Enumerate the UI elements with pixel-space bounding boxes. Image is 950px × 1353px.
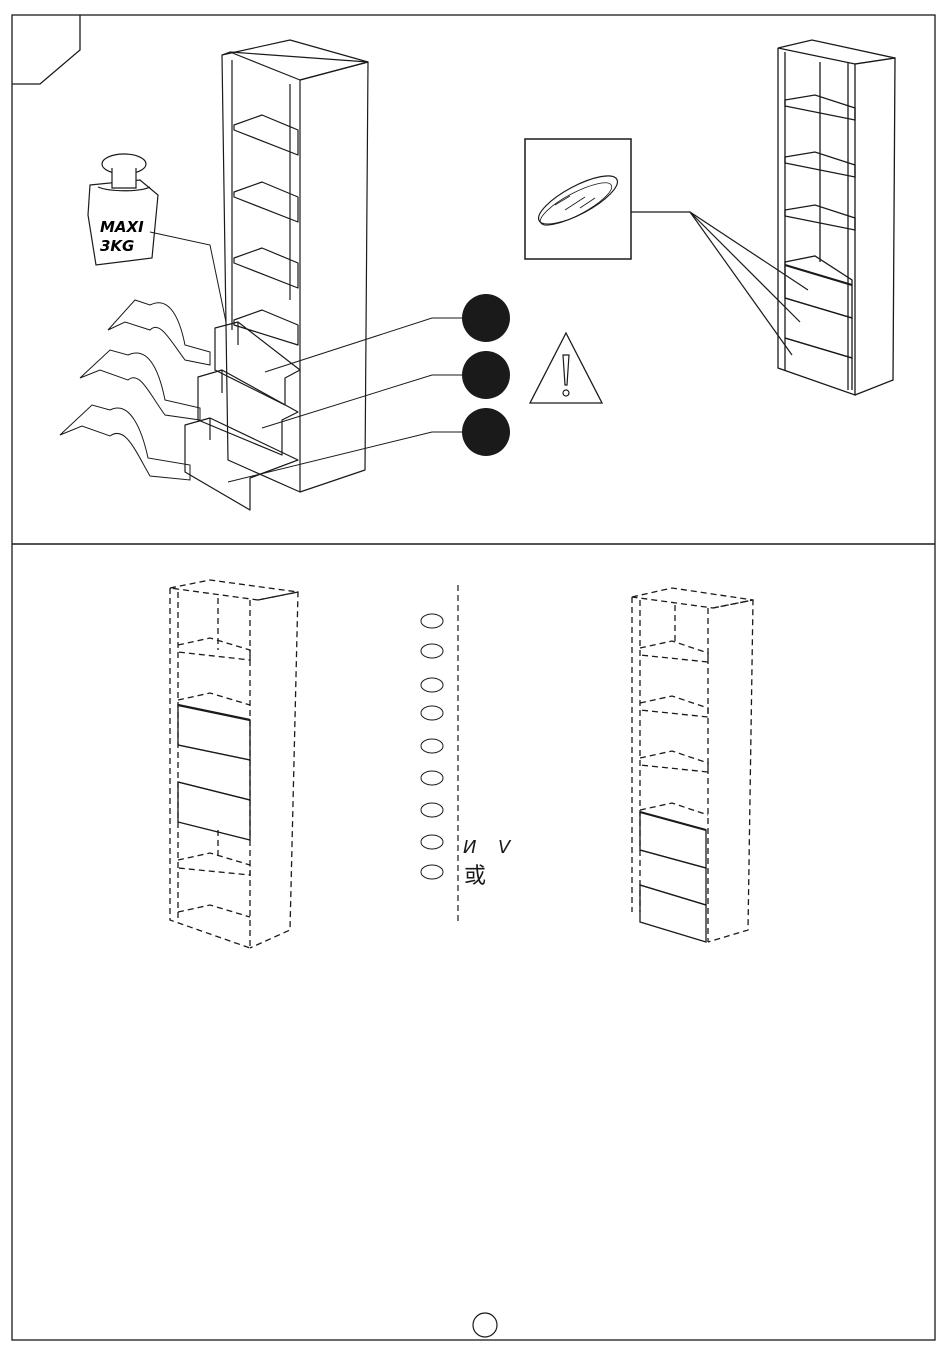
bookcase-option-high xyxy=(170,580,298,948)
weight-icon: MAXI 3KG xyxy=(88,154,158,265)
hole-marker xyxy=(421,678,443,692)
detail-leaders xyxy=(631,212,808,355)
hole-marker xyxy=(421,614,443,628)
options-column: И V 或 xyxy=(421,585,512,922)
pull-arrows xyxy=(60,300,210,480)
hole-marker xyxy=(421,865,443,879)
hole-marker xyxy=(421,835,443,849)
bookcase-open-drawers xyxy=(185,40,368,510)
hole-marker xyxy=(421,739,443,753)
bookcase-assembled xyxy=(778,40,895,395)
page-number-icon xyxy=(473,1313,497,1337)
detail-box xyxy=(525,139,631,259)
bookcase-option-low xyxy=(632,588,753,942)
option-a-symbol: И xyxy=(463,837,476,858)
hole-marker xyxy=(421,644,443,658)
callout-markers xyxy=(462,294,510,456)
option-b-symbol: V xyxy=(498,837,512,858)
weight-label-line1: MAXI xyxy=(100,218,144,236)
weight-leader xyxy=(150,232,226,322)
callout-1 xyxy=(462,294,510,342)
hole-marker xyxy=(421,803,443,817)
weight-label-line2: 3KG xyxy=(100,237,134,255)
callout-2 xyxy=(462,351,510,399)
or-label: 或 xyxy=(464,864,486,889)
callout-lines xyxy=(228,318,462,482)
callout-3 xyxy=(462,408,510,456)
hole-marker xyxy=(421,706,443,720)
step-number-tab xyxy=(12,15,80,84)
warning-icon xyxy=(530,333,602,403)
hole-marker xyxy=(421,771,443,785)
